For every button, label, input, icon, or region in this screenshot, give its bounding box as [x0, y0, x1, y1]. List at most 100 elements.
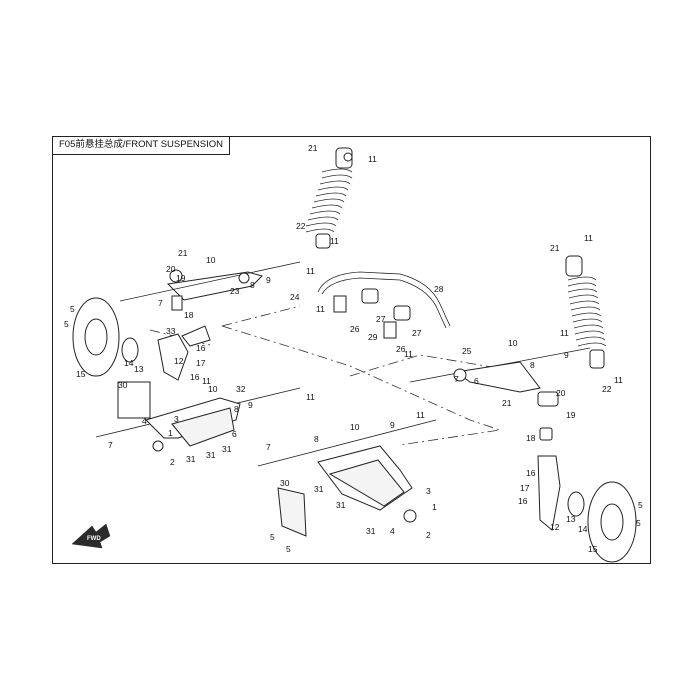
- callout-26: 26: [396, 344, 406, 354]
- callout-10: 10: [508, 338, 518, 348]
- callout-2: 2: [426, 530, 431, 540]
- callout-16: 16: [190, 372, 200, 382]
- fwd-label: FWD: [87, 536, 101, 542]
- callout-17: 17: [520, 483, 530, 493]
- callout-5: 5: [286, 544, 291, 554]
- callout-25: 25: [462, 346, 472, 356]
- callout-9: 9: [266, 275, 271, 285]
- right-brake-disc: [567, 481, 637, 563]
- callout-22: 22: [296, 221, 306, 231]
- callout-3: 3: [426, 486, 431, 496]
- callout-11: 11: [316, 304, 325, 314]
- callout-11: 11: [560, 328, 569, 338]
- callout-11: 11: [306, 266, 315, 276]
- callout-21: 21: [308, 143, 318, 153]
- callout-12: 12: [550, 522, 560, 532]
- callout-31: 31: [366, 526, 376, 536]
- callout-11: 11: [202, 376, 211, 386]
- callout-13: 13: [566, 514, 576, 524]
- callout-18: 18: [526, 433, 536, 443]
- callout-31: 31: [314, 484, 324, 494]
- lower-center-a-arm: [257, 419, 437, 537]
- upper-right-a-arm: [409, 347, 591, 407]
- callout-8: 8: [234, 404, 239, 414]
- callout-11: 11: [584, 233, 593, 243]
- callout-5: 5: [636, 518, 641, 528]
- callout-7: 7: [454, 374, 459, 384]
- callout-15: 15: [588, 544, 598, 554]
- callout-33: 33: [166, 326, 176, 336]
- callout-6: 6: [474, 376, 479, 386]
- left-steering-knuckle: [157, 325, 211, 381]
- callout-31: 31: [336, 500, 346, 510]
- callout-9: 9: [564, 350, 569, 360]
- callout-14: 14: [578, 524, 588, 534]
- callout-19: 19: [566, 410, 576, 420]
- callout-24: 24: [290, 292, 300, 302]
- callout-1: 1: [168, 428, 173, 438]
- callout-5: 5: [270, 532, 275, 542]
- callout-10: 10: [208, 384, 218, 394]
- callout-7: 7: [108, 440, 113, 450]
- callout-5: 5: [70, 304, 75, 314]
- callout-31: 31: [222, 444, 232, 454]
- callout-11: 11: [404, 349, 413, 359]
- callout-10: 10: [350, 422, 360, 432]
- left-shock-absorber: [305, 147, 353, 249]
- callout-7: 7: [266, 442, 271, 452]
- callout-15: 15: [76, 369, 86, 379]
- callout-7: 7: [158, 298, 163, 308]
- callout-10: 10: [206, 255, 216, 265]
- callout-23: 23: [230, 286, 240, 296]
- callout-1: 1: [432, 502, 437, 512]
- lower-left-a-arm: [95, 381, 301, 452]
- callout-6: 6: [232, 429, 237, 439]
- upper-left-a-arm: [119, 261, 301, 311]
- callout-11: 11: [416, 410, 425, 420]
- callout-21: 21: [178, 248, 188, 258]
- callout-11: 11: [330, 236, 339, 246]
- callout-27: 27: [412, 328, 422, 338]
- diagram-title: F05前悬挂总成/FRONT SUSPENSION: [52, 136, 230, 155]
- callout-17: 17: [196, 358, 206, 368]
- left-brake-disc: [72, 297, 139, 377]
- callout-30: 30: [118, 380, 128, 390]
- callout-21: 21: [550, 243, 560, 253]
- callout-16: 16: [526, 468, 536, 478]
- callout-9: 9: [390, 420, 395, 430]
- callout-21: 21: [502, 398, 512, 408]
- callout-3: 3: [174, 414, 179, 424]
- callout-29: 29: [368, 332, 378, 342]
- callout-4: 4: [142, 416, 147, 426]
- callout-16: 16: [518, 496, 528, 506]
- callout-32: 32: [236, 384, 246, 394]
- callout-31: 31: [206, 450, 216, 460]
- callout-14: 14: [124, 358, 134, 368]
- callout-20: 20: [556, 388, 566, 398]
- callout-18: 18: [184, 310, 194, 320]
- diagram-frame: [52, 136, 651, 564]
- right-shock-absorber: [565, 255, 607, 369]
- callout-12: 12: [174, 356, 184, 366]
- forward-direction-arrow: FWD: [71, 523, 111, 549]
- callout-20: 20: [166, 264, 176, 274]
- callout-11: 11: [368, 154, 377, 164]
- callout-8: 8: [530, 360, 535, 370]
- stabilizer-bar: [317, 271, 451, 339]
- callout-16: 16: [196, 343, 206, 353]
- assembly-guide-lines: [149, 305, 511, 446]
- callout-27: 27: [376, 314, 386, 324]
- callout-5: 5: [64, 319, 69, 329]
- callout-19: 19: [176, 273, 186, 283]
- callout-28: 28: [434, 284, 444, 294]
- callout-22: 22: [602, 384, 612, 394]
- callout-30: 30: [280, 478, 290, 488]
- callout-8: 8: [314, 434, 319, 444]
- callout-11: 11: [306, 392, 315, 402]
- right-steering-knuckle: [537, 427, 561, 531]
- callout-5: 5: [638, 500, 643, 510]
- callout-9: 9: [248, 400, 253, 410]
- callout-11: 11: [614, 375, 623, 385]
